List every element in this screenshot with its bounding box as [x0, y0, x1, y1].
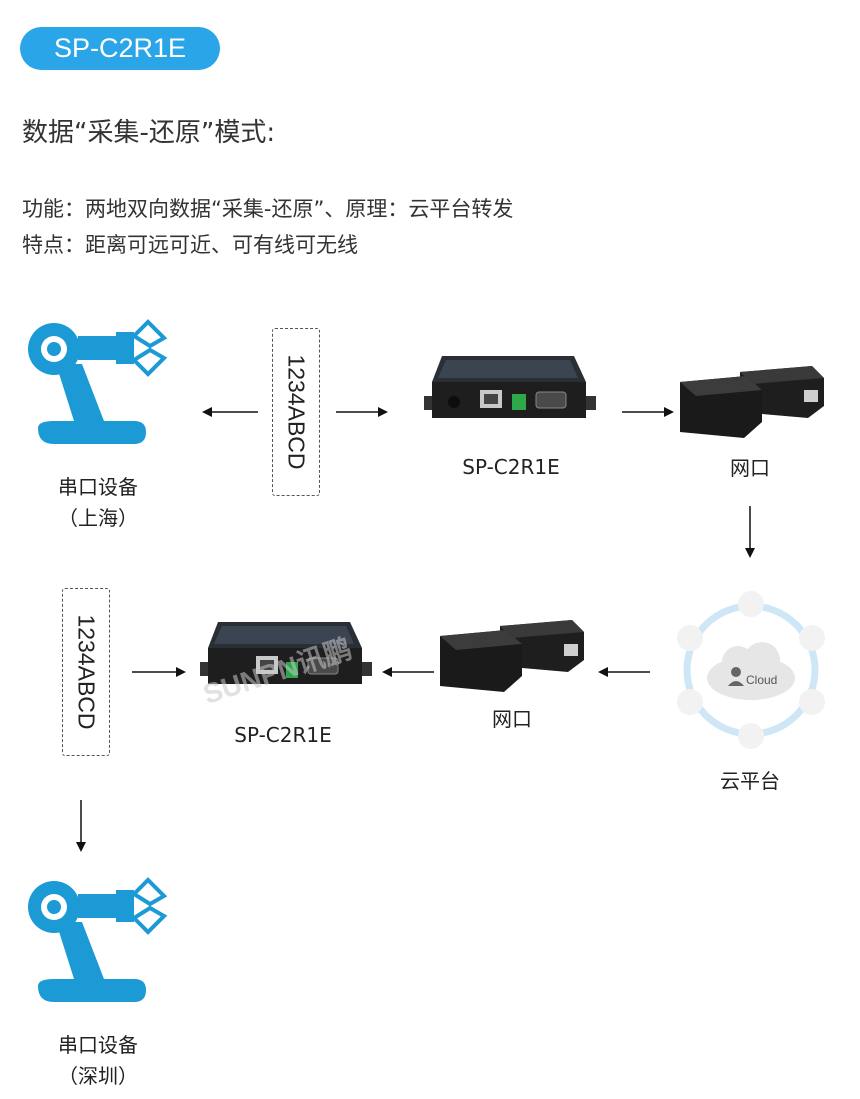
device-b-name: 串口设备	[58, 1033, 138, 1057]
converter-device-icon	[200, 622, 372, 684]
feature-line: 特点：距离可远可近、可有线可无线	[22, 233, 358, 257]
data-sample-box: 1234ABCD	[272, 328, 320, 496]
device-a-name: 串口设备	[58, 475, 138, 499]
network-box-icon	[680, 366, 824, 438]
arrow-right-icon	[622, 407, 674, 417]
network-top-label: 网口	[730, 456, 770, 480]
arrow-left-icon	[382, 667, 434, 677]
arrow-left-icon	[598, 667, 650, 677]
cloud-platform-icon: Cloud	[677, 591, 825, 749]
network-box-icon	[440, 620, 584, 692]
model-badge: SP-C2R1E	[20, 27, 220, 70]
function-line: 功能：两地双向数据“采集-还原”、原理：云平台转发	[22, 197, 514, 221]
robot-arm-icon	[28, 877, 168, 1002]
data-sample-text: 1234ABCD	[73, 614, 100, 730]
mode-heading: 数据“采集-还原”模式:	[22, 118, 276, 148]
data-sample-text: 1234ABCD	[283, 354, 310, 470]
arrow-down-icon	[76, 800, 86, 852]
converter-top-label: SP-C2R1E	[462, 455, 560, 479]
arrow-right-icon	[336, 407, 388, 417]
network-bottom-label: 网口	[492, 707, 532, 731]
arrow-right-icon	[132, 667, 186, 677]
arrow-left-icon	[202, 407, 258, 417]
converter-device-icon	[424, 356, 596, 418]
robot-arm-icon	[28, 319, 168, 444]
cloud-text: Cloud	[746, 673, 777, 687]
data-sample-box: 1234ABCD	[62, 588, 110, 756]
cloud-label: 云平台	[720, 769, 780, 793]
converter-bottom-label: SP-C2R1E	[234, 723, 332, 747]
device-a-location: （上海）	[58, 506, 138, 530]
arrow-down-icon	[745, 506, 755, 558]
device-b-location: （深圳）	[58, 1064, 138, 1088]
